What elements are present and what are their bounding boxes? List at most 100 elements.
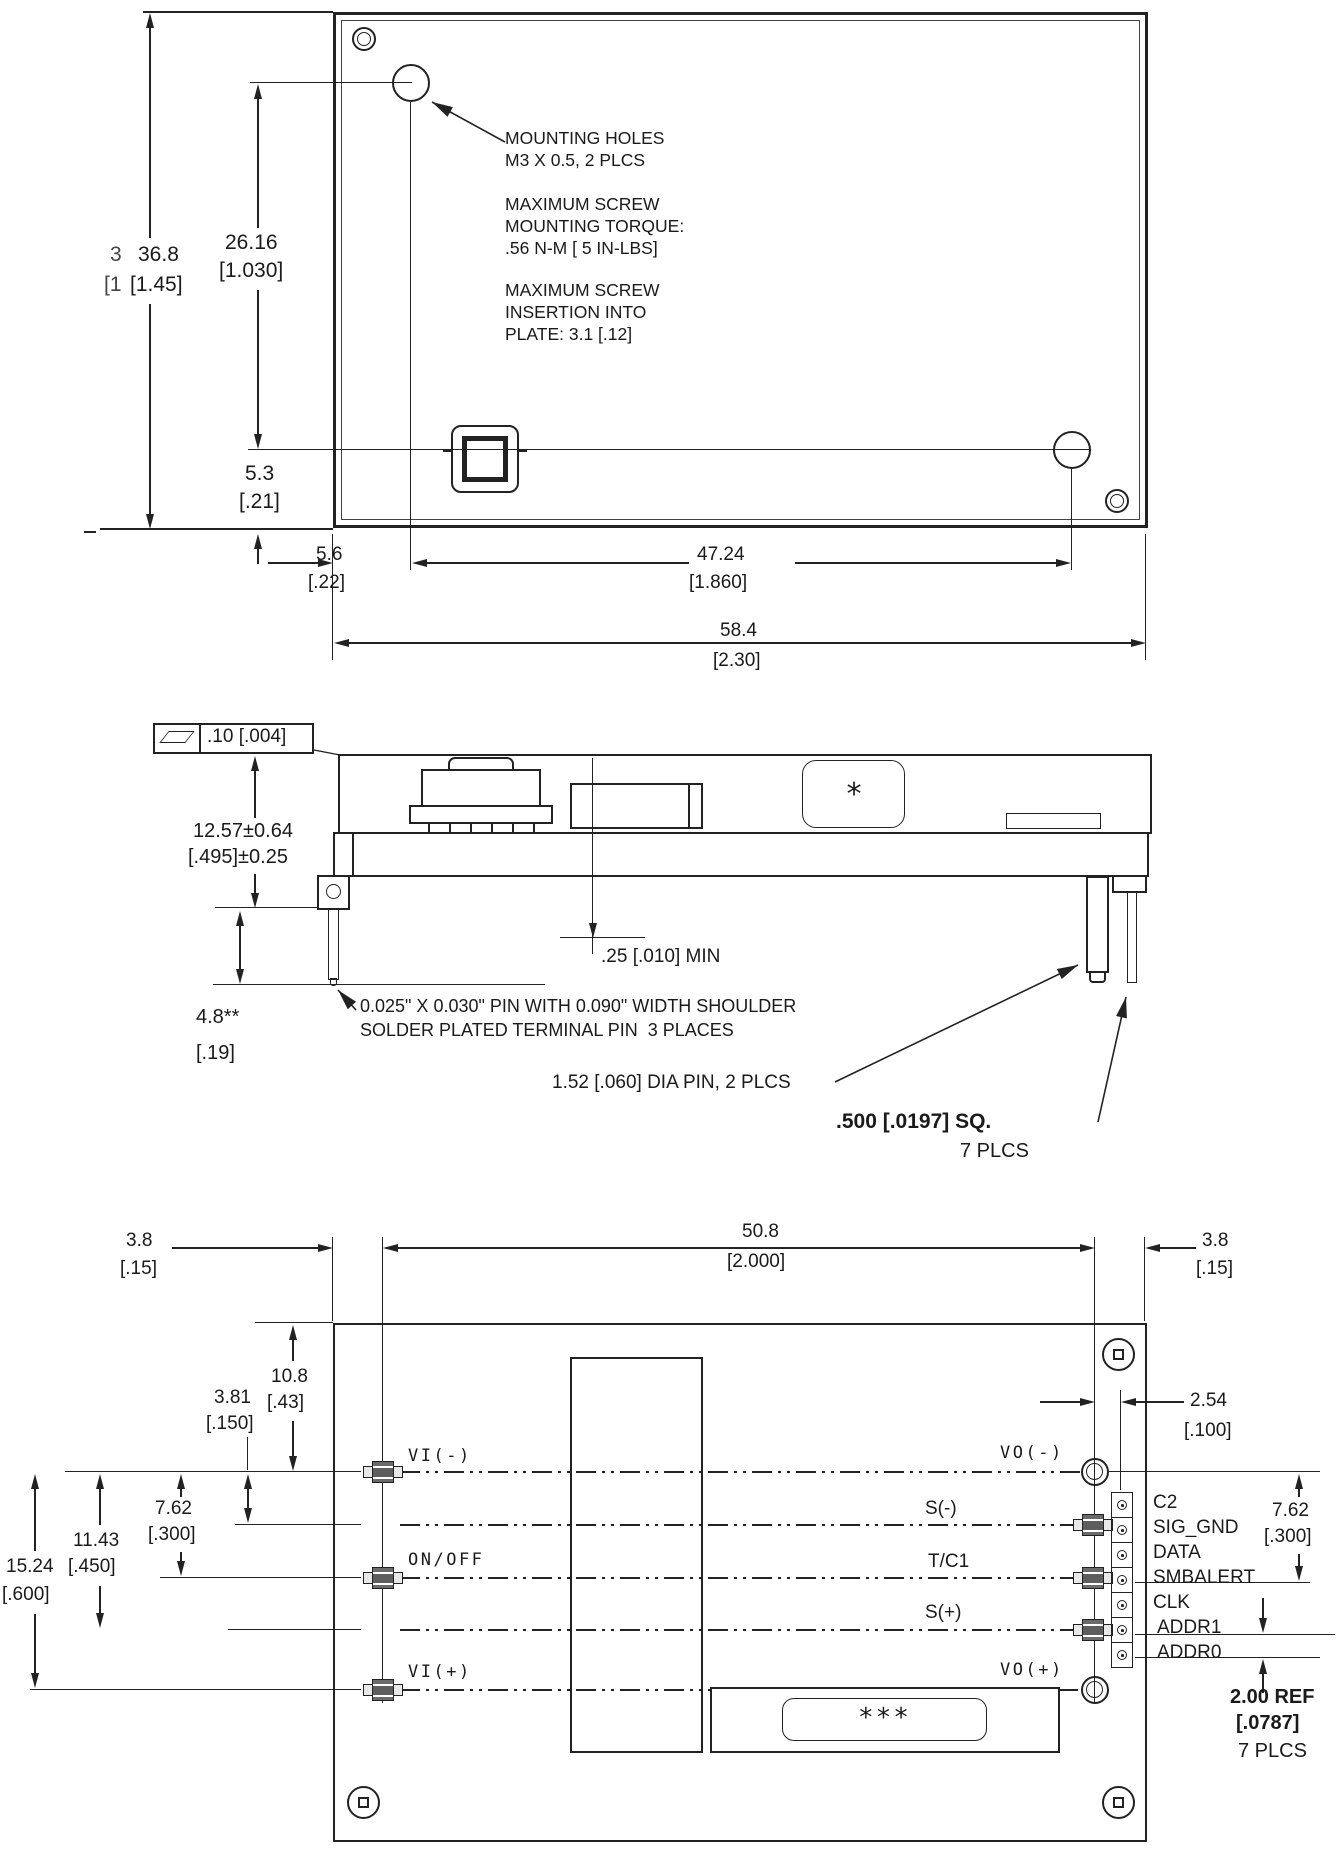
extension-line [255, 1322, 333, 1323]
dimension-line [34, 1614, 36, 1674]
extension-line [1135, 1634, 1335, 1635]
dim-width-mm: 58.4 [720, 620, 757, 641]
note-torque-2: MOUNTING TORQUE: [505, 216, 685, 236]
dim-margin-right-mm: 3.8 [1202, 1230, 1229, 1251]
dimension-line [1298, 1489, 1300, 1497]
dimension-line [1136, 1401, 1184, 1403]
centerline-hole2 [248, 449, 1090, 450]
dim-standoff-in: [.19] [196, 1042, 235, 1064]
dim-standoff-mm: 4.8** [196, 1006, 240, 1028]
terminal-pin [328, 908, 339, 980]
centerline [400, 1524, 1078, 1526]
dim-header-pitch-1: 2.00 REF [1230, 1686, 1315, 1708]
arrowhead [251, 893, 259, 908]
arrowhead [244, 1474, 252, 1489]
top-view-plate [333, 12, 1148, 528]
dim-hole-v-mm: 26.16 [225, 231, 278, 254]
label-marking: *** [858, 1703, 911, 1733]
arrowhead [1259, 1659, 1267, 1674]
dimension-line [99, 1586, 101, 1614]
extension-line [65, 1471, 361, 1472]
extension-line [235, 1524, 361, 1525]
arrowhead [1056, 559, 1071, 567]
dim-header-pitch-3: 7 PLCS [1238, 1740, 1307, 1762]
pin-step-block [1112, 875, 1147, 893]
dimension-line [1298, 1554, 1300, 1566]
pin-label-tc1: T/C1 [928, 1551, 970, 1572]
arrowhead [318, 559, 333, 567]
dimension-line [1262, 1673, 1264, 1693]
arrowhead [31, 1673, 39, 1688]
flatness-value: .10 [.004] [207, 726, 287, 747]
dimension-line [349, 642, 1132, 644]
dim-height-in: [1.45] [130, 273, 183, 296]
arrowhead [289, 1325, 297, 1340]
sq-pin-note: .500 [.0197] SQ. [836, 1110, 992, 1133]
terminal-pin-tip [330, 978, 337, 986]
dimension-line [34, 1489, 36, 1551]
arrowhead [412, 559, 427, 567]
extension-line [215, 907, 319, 908]
dia-pin-note: 1.52 [.060] DIA PIN, 2 PLCS [552, 1072, 791, 1093]
dimension-line [149, 26, 151, 238]
dimension-line [257, 548, 259, 564]
note-torque-3: .56 N-M [ 5 IN-LBS] [505, 238, 658, 258]
header-label-c2: C2 [1153, 1492, 1178, 1513]
arrowhead [1295, 1474, 1303, 1489]
header-cell [1111, 1492, 1133, 1518]
header-cell [1111, 1592, 1133, 1618]
pin-vo-pos [1081, 1676, 1109, 1704]
header-label-addr0: ADDR0 [1157, 1642, 1222, 1663]
extension-line [247, 1437, 248, 1470]
reference-line [560, 937, 645, 938]
connector-base [409, 805, 553, 824]
dim-right-in: [.300] [1264, 1526, 1312, 1547]
corner-pin-icon [352, 27, 376, 51]
connector-lead [512, 824, 514, 833]
arrowhead [1121, 1398, 1136, 1406]
arrowhead [177, 1561, 185, 1576]
pin-label-vi-neg: VI(-) [408, 1446, 472, 1466]
dim-margin-right-in: [.15] [1196, 1258, 1233, 1279]
pin-label-vi-pos: VI(+) [408, 1662, 472, 1682]
dimension-line [149, 304, 151, 516]
centerline-hole1 [250, 82, 412, 83]
dimension-line [268, 562, 319, 564]
arrowhead [589, 923, 597, 938]
dia-pin [1086, 876, 1109, 973]
mounting-hole-symbol [1102, 1786, 1135, 1819]
connector-inner [462, 436, 508, 482]
dim-row2-mm: 7.62 [155, 1498, 192, 1519]
dim-row3-mm: 11.43 [73, 1530, 120, 1551]
arrowhead [1259, 1618, 1267, 1633]
dim-module-height-in: [.495]±0.25 [188, 846, 288, 868]
leader-elbow [592, 938, 593, 954]
dim-edge-bottom-in: [.21] [239, 490, 280, 513]
ghost-text: 3 [110, 243, 122, 266]
transformer-footprint [570, 1357, 703, 1753]
dim-header-offset-in: [.100] [1184, 1420, 1232, 1441]
pin-label-vo-pos: VO(+) [1000, 1660, 1064, 1680]
arrowhead [96, 1474, 104, 1489]
dim-height-mm: 36.8 [138, 243, 179, 266]
transformer-outline [570, 783, 703, 829]
header-label-sig-gnd: SIG_GND [1153, 1517, 1239, 1538]
dimension-line [254, 874, 256, 894]
ghost-text: [1 [104, 273, 122, 296]
connector-outline [451, 425, 519, 493]
mounting-hole-symbol [1102, 1338, 1135, 1371]
dim-edge-left-in: [.22] [308, 572, 345, 593]
arrowhead [254, 434, 262, 449]
flatness-frame-divider [199, 724, 201, 752]
arrowhead [1131, 639, 1146, 647]
dimension-line [99, 1489, 101, 1525]
note-torque-1: MAXIMUM SCREW [505, 194, 660, 214]
arrowhead [1080, 1398, 1095, 1406]
header-label-data: DATA [1153, 1542, 1201, 1563]
dim-edge-bottom-mm: 5.3 [245, 462, 275, 485]
dimension-line [1160, 1247, 1196, 1249]
arrowhead [251, 756, 259, 771]
dim-hole-h-in: [1.860] [689, 572, 748, 593]
dimension-line [398, 1247, 1081, 1249]
